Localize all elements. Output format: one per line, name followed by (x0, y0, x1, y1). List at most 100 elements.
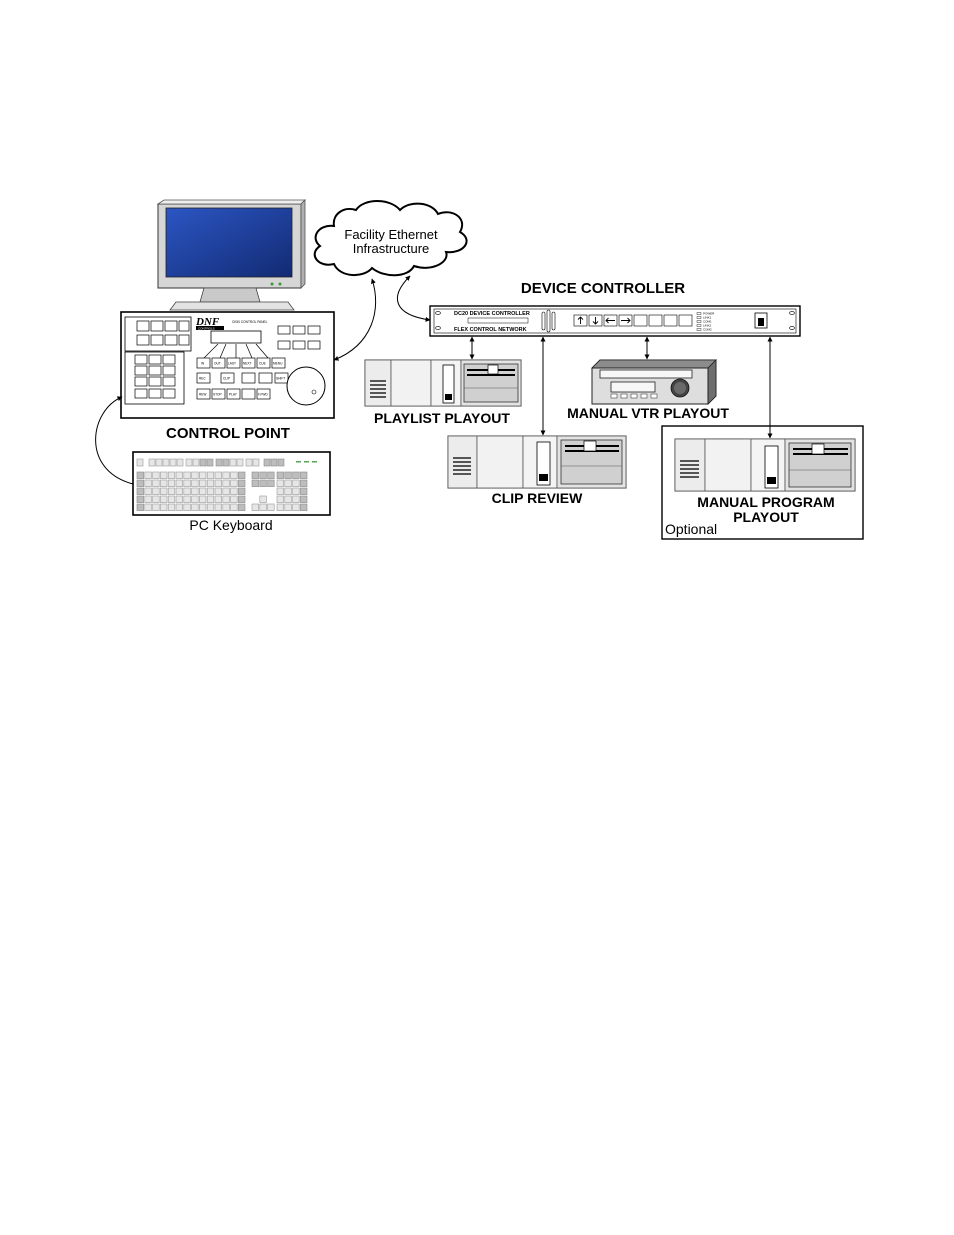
keyboard-key (245, 458, 253, 467)
device-status-leds: POWER LINK1 COM1 LINK2 COM2 (696, 312, 715, 332)
keyboard-key (144, 503, 152, 511)
keyboard-key (276, 487, 284, 495)
keyboard-key (199, 458, 207, 467)
keyboard-key (300, 495, 308, 503)
keyboard-key (136, 458, 144, 467)
keyboard-key (300, 487, 308, 495)
keyboard-key (183, 479, 191, 487)
led-label-com1: COM1 (703, 320, 712, 324)
keyboard-key (284, 471, 292, 479)
keyboard-key (183, 495, 191, 503)
keyboard-key (160, 479, 168, 487)
keyboard-key (199, 479, 207, 487)
keyboard-key (259, 479, 267, 487)
device-model-label: DC20 DEVICE CONTROLLER (454, 311, 530, 317)
keyboard-key (167, 487, 176, 495)
keyboard-key (160, 471, 168, 479)
keyboard-key (276, 495, 284, 503)
panel-row3-buttons: REW STOP PLAY F.FWD (196, 388, 271, 400)
pc-keyboard-icon (132, 451, 331, 516)
keyboard-status-light (304, 461, 309, 463)
manual-program-label-line2: PLAYOUT (733, 509, 799, 525)
keyboard-key (238, 471, 246, 479)
jog-wheel-icon (286, 366, 326, 406)
keyboard-key (284, 487, 292, 495)
keyboard-key (183, 471, 191, 479)
panel-display (210, 330, 262, 344)
vtr-deck-icon (591, 359, 717, 405)
panel-key-in: IN (201, 362, 205, 366)
keyboard-key (152, 487, 160, 495)
keyboard-key (162, 458, 170, 467)
panel-key-rec: REC (199, 377, 206, 381)
device-controller-label: DEVICE CONTROLLER (521, 280, 685, 297)
keyboard-key (175, 503, 183, 511)
keyboard-key (167, 503, 176, 511)
keyboard-key (251, 471, 259, 479)
keyboard-key (292, 479, 300, 487)
playlist-playout-server-icon (364, 359, 522, 407)
keyboard-key (214, 487, 222, 495)
panel-key-clip: CLIP (223, 377, 230, 381)
control-point-label: CONTROL POINT (166, 425, 290, 442)
keyboard-key (160, 487, 168, 495)
panel-key-block (124, 316, 192, 352)
keyboard-key (277, 458, 285, 467)
network-connections (333, 275, 773, 439)
keyboard-key (270, 458, 278, 467)
keyboard-key (300, 471, 308, 479)
keyboard-key (167, 479, 176, 487)
keyboard-key (230, 503, 238, 511)
panel-row2-buttons: REC CLIP SHIFT (196, 372, 289, 384)
panel-key-last: LAST (228, 362, 236, 366)
keyboard-key (155, 458, 163, 467)
keyboard-key (167, 471, 176, 479)
keyboard-key (284, 495, 292, 503)
keyboard-key (267, 479, 275, 487)
keyboard-key (292, 487, 300, 495)
panel-key-ffwd: F.FWD (258, 393, 268, 397)
panel-key-out: OUT (214, 362, 221, 366)
keyboard-key (191, 503, 199, 511)
keyboard-key (251, 503, 259, 511)
led-label-link2: LINK2 (703, 324, 712, 328)
ethernet-cloud-icon: Facility Ethernet Infrastructure (313, 200, 468, 277)
keyboard-key (215, 458, 223, 467)
keyboard-key (238, 503, 246, 511)
keyboard-key (276, 479, 284, 487)
keyboard-key (263, 458, 271, 467)
keyboard-key (214, 503, 222, 511)
panel-key-stop: STOP (213, 393, 222, 397)
panel-key-play: PLAY (229, 393, 238, 397)
panel-key-menu: MENU (273, 362, 283, 366)
keyboard-key (185, 458, 193, 467)
keyboard-key (229, 458, 237, 467)
keyboard-key (144, 487, 152, 495)
led-label-com2: COM2 (703, 328, 712, 332)
keyboard-status-light (312, 461, 317, 463)
keyboard-key (222, 487, 230, 495)
device-controller-unit: DC20 DEVICE CONTROLLER FLEX CONTROL NETW… (429, 305, 801, 337)
keyboard-key (206, 479, 215, 487)
keyboard-key (222, 458, 230, 467)
keyboard-key (300, 479, 308, 487)
led-label-link1: LINK1 (703, 316, 712, 320)
keyboard-key (199, 487, 207, 495)
keyboard-key (144, 471, 152, 479)
keyboard-key (175, 495, 183, 503)
panel-logo: DNF (195, 316, 220, 328)
keyboard-key (206, 458, 214, 467)
optional-label: Optional (665, 521, 717, 537)
keyboard-status-light (296, 461, 301, 463)
manual-program-label-line1: MANUAL PROGRAM (697, 494, 834, 510)
keyboard-key (238, 479, 246, 487)
panel-right-buttons (277, 325, 321, 350)
led-label-power: POWER (703, 312, 715, 316)
keyboard-key (191, 479, 199, 487)
keyboard-key (206, 487, 215, 495)
keyboard-key (206, 495, 215, 503)
panel-key-rew: REW (199, 393, 206, 397)
keyboard-key (175, 471, 183, 479)
keyboard-key (199, 503, 207, 511)
